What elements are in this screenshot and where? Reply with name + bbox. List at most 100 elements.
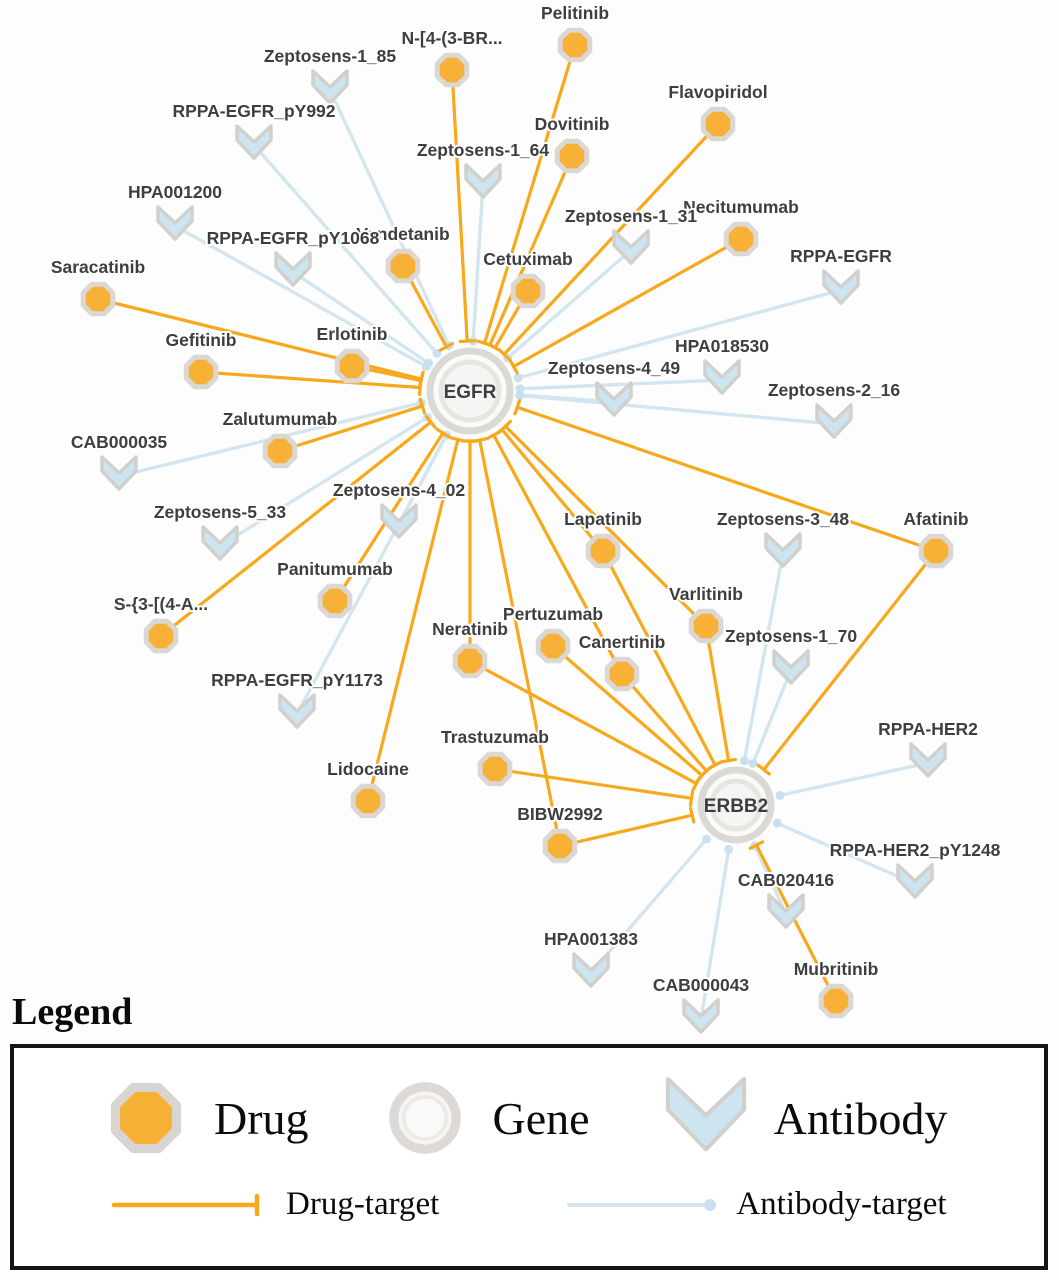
antibody-node[interactable] <box>311 69 349 105</box>
drug-node[interactable] <box>80 281 116 317</box>
antibody-node[interactable] <box>235 124 273 160</box>
drug-node[interactable] <box>143 618 179 654</box>
antibody-chevron-icon <box>665 1076 746 1152</box>
legend-item-antibody-target: Antibody-target <box>564 1186 947 1223</box>
drug-node[interactable] <box>818 983 854 1019</box>
antibody-target-edge <box>772 818 917 886</box>
drug-label: Canertinib <box>579 632 666 652</box>
antibody-node[interactable] <box>772 649 810 685</box>
drug-label: Dovitinib <box>535 114 610 134</box>
drug-node[interactable] <box>585 533 621 569</box>
drug-target-edge <box>620 672 714 778</box>
antibody-node[interactable] <box>100 455 138 491</box>
antibody-label: RPPA-EGFR_pY1173 <box>211 670 383 690</box>
antibody-node[interactable] <box>572 952 610 988</box>
drug-node[interactable] <box>317 583 353 619</box>
antibody-target-edge <box>699 844 734 1021</box>
drug-label: Gefitinib <box>166 330 237 350</box>
gene-label: ERBB2 <box>704 796 768 817</box>
antibody-label: CAB000035 <box>71 432 168 452</box>
drug-node[interactable] <box>918 533 954 569</box>
drug-target-line-icon <box>111 1193 260 1216</box>
drug-label: Vandetanib <box>356 224 449 244</box>
nodes-layer: EGFR ERBB2 <box>80 27 954 1034</box>
legend-item-drug-target: Drug-target <box>109 1186 439 1223</box>
drug-node[interactable] <box>350 783 386 819</box>
gene-node[interactable]: ERBB2 <box>697 766 775 844</box>
drug-target-edge <box>468 659 702 792</box>
antibody-node[interactable] <box>464 163 502 199</box>
antibody-node[interactable] <box>767 893 805 929</box>
drug-label: Pelitinib <box>541 3 609 23</box>
drug-target-edge <box>159 414 437 638</box>
antibody-label: HPA001383 <box>544 929 638 949</box>
drug-node[interactable] <box>557 27 593 63</box>
drug-label: Afatinib <box>903 509 968 529</box>
drug-label: Trastuzumab <box>441 727 549 747</box>
antibody-node[interactable] <box>815 403 853 439</box>
antibody-node[interactable] <box>909 742 947 778</box>
drug-node[interactable] <box>452 643 488 679</box>
drug-target-edge <box>558 806 696 848</box>
drug-target-edge <box>748 840 838 1003</box>
drug-target-edge <box>278 397 427 453</box>
drug-node[interactable] <box>723 221 759 257</box>
antibody-node[interactable] <box>380 503 418 539</box>
antibody-label: Zeptosens-3_48 <box>717 509 850 529</box>
drug-node[interactable] <box>510 273 546 309</box>
drug-node[interactable] <box>700 106 736 142</box>
gene-node[interactable]: EGFR <box>426 347 514 435</box>
antibody-node[interactable] <box>595 381 633 417</box>
drug-label: Erlotinib <box>317 324 388 344</box>
drug-node[interactable] <box>542 828 578 864</box>
drug-label: Panitumumab <box>277 559 393 579</box>
legend-gene-label: Gene <box>492 1092 590 1144</box>
drug-node[interactable] <box>262 433 298 469</box>
antibody-label: HPA018530 <box>675 336 769 356</box>
antibody-node[interactable] <box>201 525 239 561</box>
antibody-node[interactable] <box>896 863 934 899</box>
legend-title: Legend <box>12 991 133 1033</box>
drug-node[interactable] <box>477 751 513 787</box>
drug-target-edge <box>513 399 938 553</box>
drug-label: Varlitinib <box>669 584 743 604</box>
drug-target-edge <box>199 370 423 397</box>
gene-label: EGFR <box>444 382 497 403</box>
drug-target-edge <box>756 549 938 776</box>
drug-label: Pertuzumab <box>503 604 603 624</box>
antibody-node[interactable] <box>156 205 194 241</box>
legend-drug-target-label: Drug-target <box>286 1186 440 1222</box>
drug-label: Saracatinib <box>51 257 145 277</box>
legend-box: Drug Gene Antibody <box>10 1044 1048 1270</box>
antibody-node[interactable] <box>703 359 741 395</box>
drug-label: Mubritinib <box>794 959 879 979</box>
drug-label: Cetuximab <box>483 249 572 269</box>
antibody-label: Zeptosens-1_70 <box>725 626 858 646</box>
gene-circle-icon <box>388 1082 461 1154</box>
antibody-node[interactable] <box>764 532 802 568</box>
antibody-label: RPPA-HER2 <box>878 719 978 739</box>
antibody-label: RPPA-EGFR_pY1068 <box>207 228 380 248</box>
antibody-node[interactable] <box>278 693 316 729</box>
antibody-label: Zeptosens-5_33 <box>154 502 287 522</box>
drug-node[interactable] <box>604 656 640 692</box>
antibody-node[interactable] <box>274 251 312 287</box>
antibody-node[interactable] <box>682 998 720 1034</box>
drug-node[interactable] <box>183 354 219 390</box>
antibody-node[interactable] <box>612 229 650 265</box>
drug-node[interactable] <box>554 138 590 174</box>
drug-target-edge <box>508 237 743 375</box>
drug-node[interactable] <box>334 348 370 384</box>
drug-target-edge <box>494 423 605 553</box>
legend-item-gene: Gene <box>381 1074 590 1162</box>
drug-label: Flavopiridol <box>668 82 767 102</box>
antibody-target-edge <box>748 668 793 768</box>
antibody-node[interactable] <box>822 269 860 305</box>
drug-node[interactable] <box>688 608 724 644</box>
drug-node[interactable] <box>434 52 470 88</box>
drug-target-edge <box>450 68 476 344</box>
drug-node[interactable] <box>535 628 571 664</box>
antibody-target-edge <box>775 761 930 800</box>
antibody-label: Zeptosens-2_16 <box>768 380 901 400</box>
drug-node[interactable] <box>385 248 421 284</box>
